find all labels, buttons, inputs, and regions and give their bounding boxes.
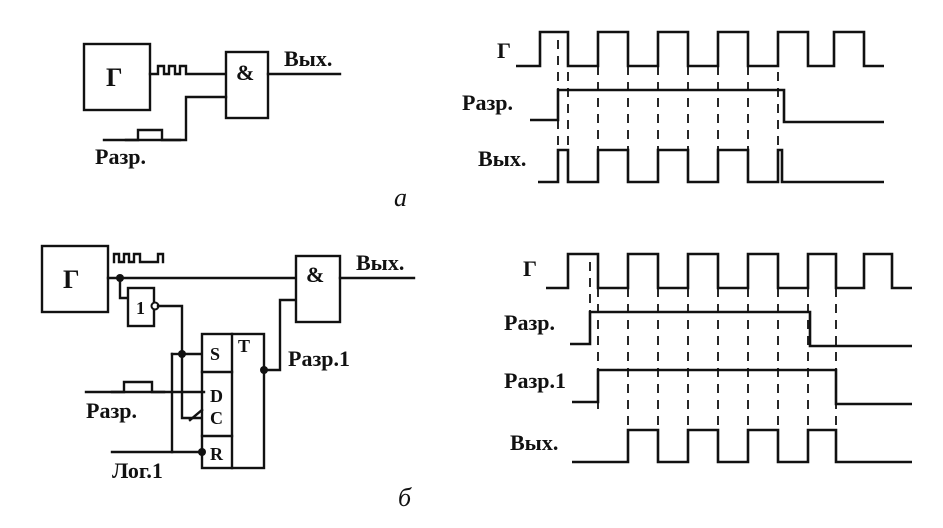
timing-b-output-label: Вых. xyxy=(510,430,558,455)
caption-a: а xyxy=(394,183,407,212)
enable-label-b: Разр. xyxy=(86,398,137,423)
enable-wire-a xyxy=(102,95,228,142)
generator-label-a: Г xyxy=(106,63,123,92)
and-gate-label-b: & xyxy=(306,262,324,287)
clock-pulse-icon-a xyxy=(148,64,228,76)
circuit-a: Г & Вых. Разр. xyxy=(82,42,342,169)
timing-a-enable-wave xyxy=(530,88,884,124)
trigger-d-label: D xyxy=(210,386,223,406)
timing-a-output-wave xyxy=(538,148,884,184)
timing-a-enable-label: Разр. xyxy=(462,90,513,115)
enable-pulse-icon-b xyxy=(110,380,166,394)
logic1-label: Лог.1 xyxy=(112,458,163,483)
timing-a-clock-wave xyxy=(516,30,884,68)
timing-a-clock-label: Г xyxy=(497,38,511,63)
timing-b-clock-wave xyxy=(546,252,912,290)
caption-b: б xyxy=(398,483,412,512)
timing-b-output-wave xyxy=(572,428,912,464)
timing-b-clock-label: Г xyxy=(523,256,537,281)
timing-b-enable1-label: Разр.1 xyxy=(504,368,566,393)
timing-b-enable-label: Разр. xyxy=(504,310,555,335)
inverter-in-wire xyxy=(118,276,130,300)
output-label-a: Вых. xyxy=(284,46,332,71)
generator-block-a xyxy=(82,42,152,112)
output-label-b: Вых. xyxy=(356,250,404,275)
timing-b-enable-wave xyxy=(570,310,912,348)
clock-pulse-icon-b xyxy=(112,252,165,264)
timing-b-enable1-wave xyxy=(572,368,912,406)
enable-pulse-icon-a xyxy=(124,128,182,142)
inverter-block xyxy=(126,286,156,328)
timing-b: Г Разр. Разр.1 Вых. xyxy=(504,252,912,464)
trigger-r-label: R xyxy=(210,444,224,464)
timing-a: Г Разр. Вых. xyxy=(462,30,884,184)
enable-label-a: Разр. xyxy=(95,144,146,169)
trigger-out-junction xyxy=(260,366,268,374)
trigger-t-label: T xyxy=(238,336,250,356)
reset-junction xyxy=(198,448,206,456)
and-gate-b xyxy=(294,254,342,324)
trigger-s-label: S xyxy=(210,344,220,364)
timing-a-guide-lines xyxy=(557,40,779,182)
generator-label-b: Г xyxy=(63,265,80,294)
clock-edge-mark xyxy=(188,408,204,422)
circuit-b: Г 1 S T D C R Лог.1 Разр. xyxy=(40,244,416,483)
timing-a-output-label: Вых. xyxy=(478,146,526,171)
clock-c-wire xyxy=(180,352,206,420)
enable1-label: Разр.1 xyxy=(288,346,350,371)
and-gate-label-a: & xyxy=(236,60,254,85)
inverter-out-wire xyxy=(156,304,206,356)
trigger-out-wire xyxy=(262,298,298,372)
inverter-label: 1 xyxy=(136,298,145,318)
trigger-c-label: C xyxy=(210,408,223,428)
timing-b-guide-lines xyxy=(589,262,837,440)
logic1-wire xyxy=(170,352,204,454)
and-gate-a xyxy=(224,50,270,120)
generator-block-b xyxy=(40,244,110,314)
